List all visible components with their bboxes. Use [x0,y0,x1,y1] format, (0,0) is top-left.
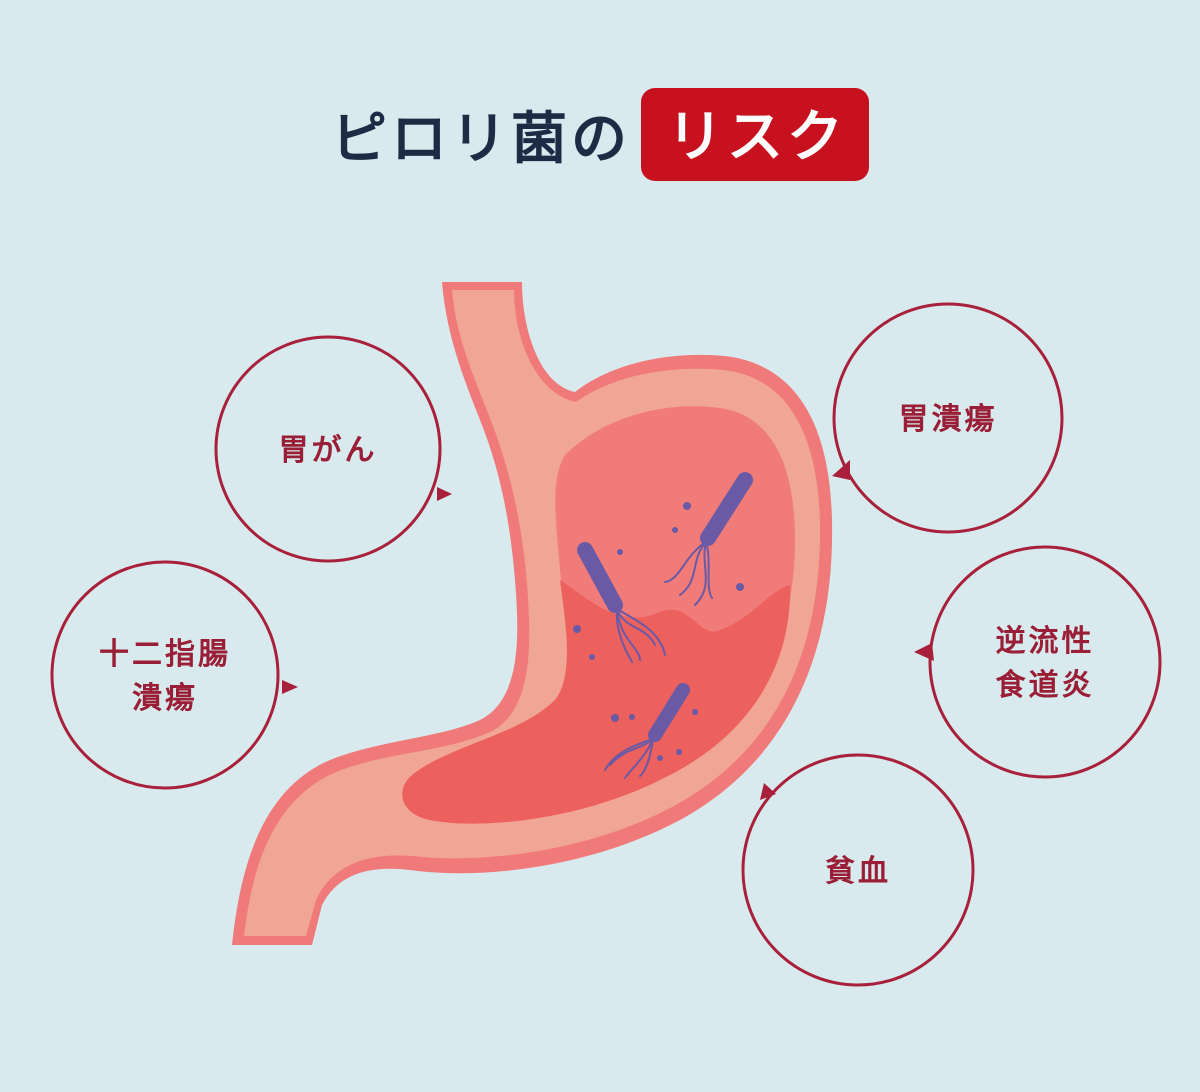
bacteria-group [577,472,753,779]
bubble-label: 貧血 [825,854,891,889]
bubble-circle [832,302,1064,534]
bubble-pointer [832,460,850,480]
title-main: ピロリ菌の [331,107,631,172]
bacterium-1 [664,472,753,606]
bubble-label: 食道炎 [996,668,1095,703]
risk-bubble-gastric-cancer: 胃がん [214,335,452,563]
risk-bubble-anemia: 貧血 [741,753,975,987]
stomach-illustration [232,282,833,945]
bacterium-2 [577,542,666,663]
bubble-circle [741,753,975,987]
bubble-pointer [760,783,776,800]
bubble-pointer [437,487,452,501]
bubble-pointer [282,680,298,694]
title: ピロリ菌の リスク [0,88,1200,181]
bubble-label: 十二指腸 [99,637,231,672]
bacteria-particles [573,502,744,761]
bubble-label: 逆流性 [996,624,1095,659]
bubble-label: 胃がん [279,433,378,468]
bubble-label: 潰瘍 [132,681,198,716]
bacterium-3 [604,683,690,779]
gastric-acid [402,580,791,824]
bubble-circle [50,560,280,790]
bubble-circle [214,335,442,563]
bubble-pointer [914,643,934,661]
bubble-label: 胃潰瘍 [899,402,998,437]
title-accent-badge: リスク [641,88,869,181]
bubble-circle [928,545,1162,779]
risk-bubble-gastric-ulcer: 胃潰瘍 [832,302,1064,534]
